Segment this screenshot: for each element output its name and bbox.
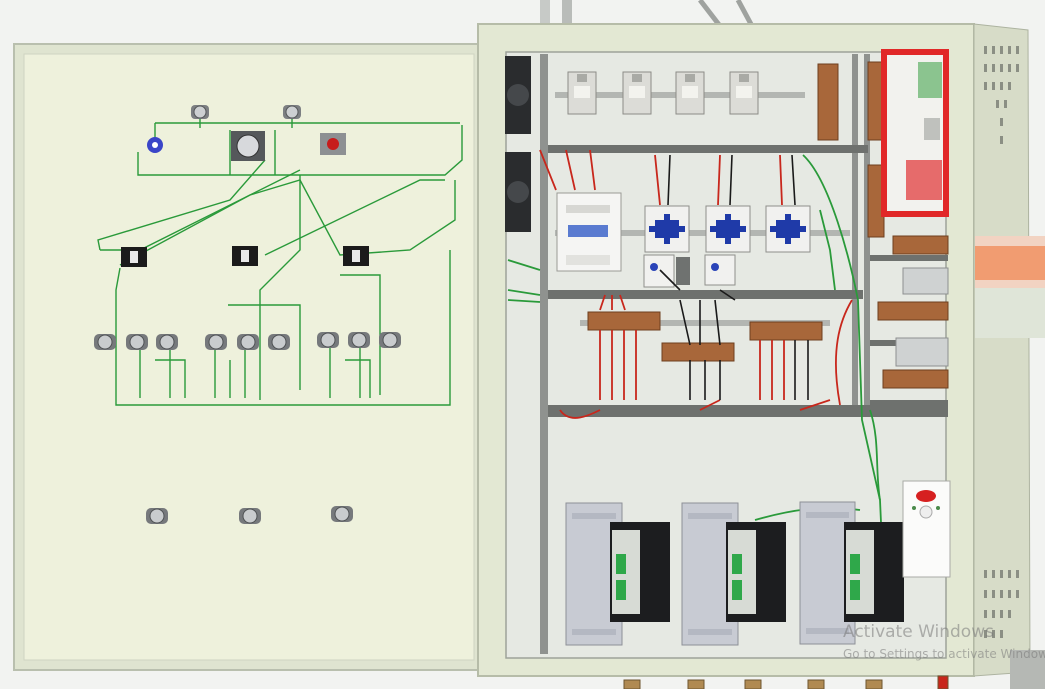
side-vents	[984, 46, 1019, 638]
selector-switch	[232, 246, 258, 266]
pilot-light	[239, 508, 261, 524]
breaker	[675, 71, 705, 115]
power-supply-units	[565, 501, 856, 646]
breaker	[622, 71, 652, 115]
watermark-subtitle: Go to Settings to activate Windows.	[843, 647, 1045, 661]
pilot-light	[191, 105, 209, 119]
watermark-title: Activate Windows	[843, 622, 994, 642]
breaker	[567, 71, 597, 115]
overload-relay	[704, 254, 736, 286]
door-switches	[121, 131, 369, 267]
cooling-fan	[505, 56, 531, 232]
pilot-light	[317, 332, 339, 348]
stepper-driver	[610, 522, 670, 622]
pilot-light	[237, 334, 259, 350]
wire-ducts	[540, 54, 948, 654]
side-extrusion	[975, 236, 1045, 689]
controller-module	[881, 49, 949, 217]
stepper-drivers	[610, 522, 904, 622]
contactor	[644, 205, 690, 253]
pilot-light	[331, 506, 353, 522]
pilot-light	[126, 334, 148, 350]
pilot-light	[348, 332, 370, 348]
door-pilot-lights	[94, 105, 401, 524]
pilot-light	[94, 334, 116, 350]
contactors	[643, 205, 811, 288]
circuit-breakers	[567, 71, 759, 115]
selector-knob	[147, 137, 163, 153]
breaker	[729, 71, 759, 115]
rotary-switch	[231, 131, 265, 161]
terminal-blocks	[587, 61, 949, 389]
pilot-light	[283, 105, 301, 119]
inverter-keypad	[902, 480, 951, 578]
overload-relay	[643, 254, 690, 288]
top-mounting-bracket	[540, 0, 755, 28]
power-modules-small	[895, 267, 949, 367]
pilot-light	[268, 334, 290, 350]
selector-switch	[121, 247, 147, 267]
stepper-driver	[726, 522, 786, 622]
pilot-light	[379, 332, 401, 348]
stepper-driver	[844, 522, 904, 622]
pilot-light	[205, 334, 227, 350]
pilot-light	[146, 508, 168, 524]
cable-glands	[623, 675, 949, 689]
main-breaker	[556, 192, 622, 272]
emergency-button	[320, 133, 346, 155]
selector-switch	[343, 246, 369, 266]
contactor	[705, 205, 751, 253]
contactor	[765, 205, 811, 253]
pilot-light	[156, 334, 178, 350]
